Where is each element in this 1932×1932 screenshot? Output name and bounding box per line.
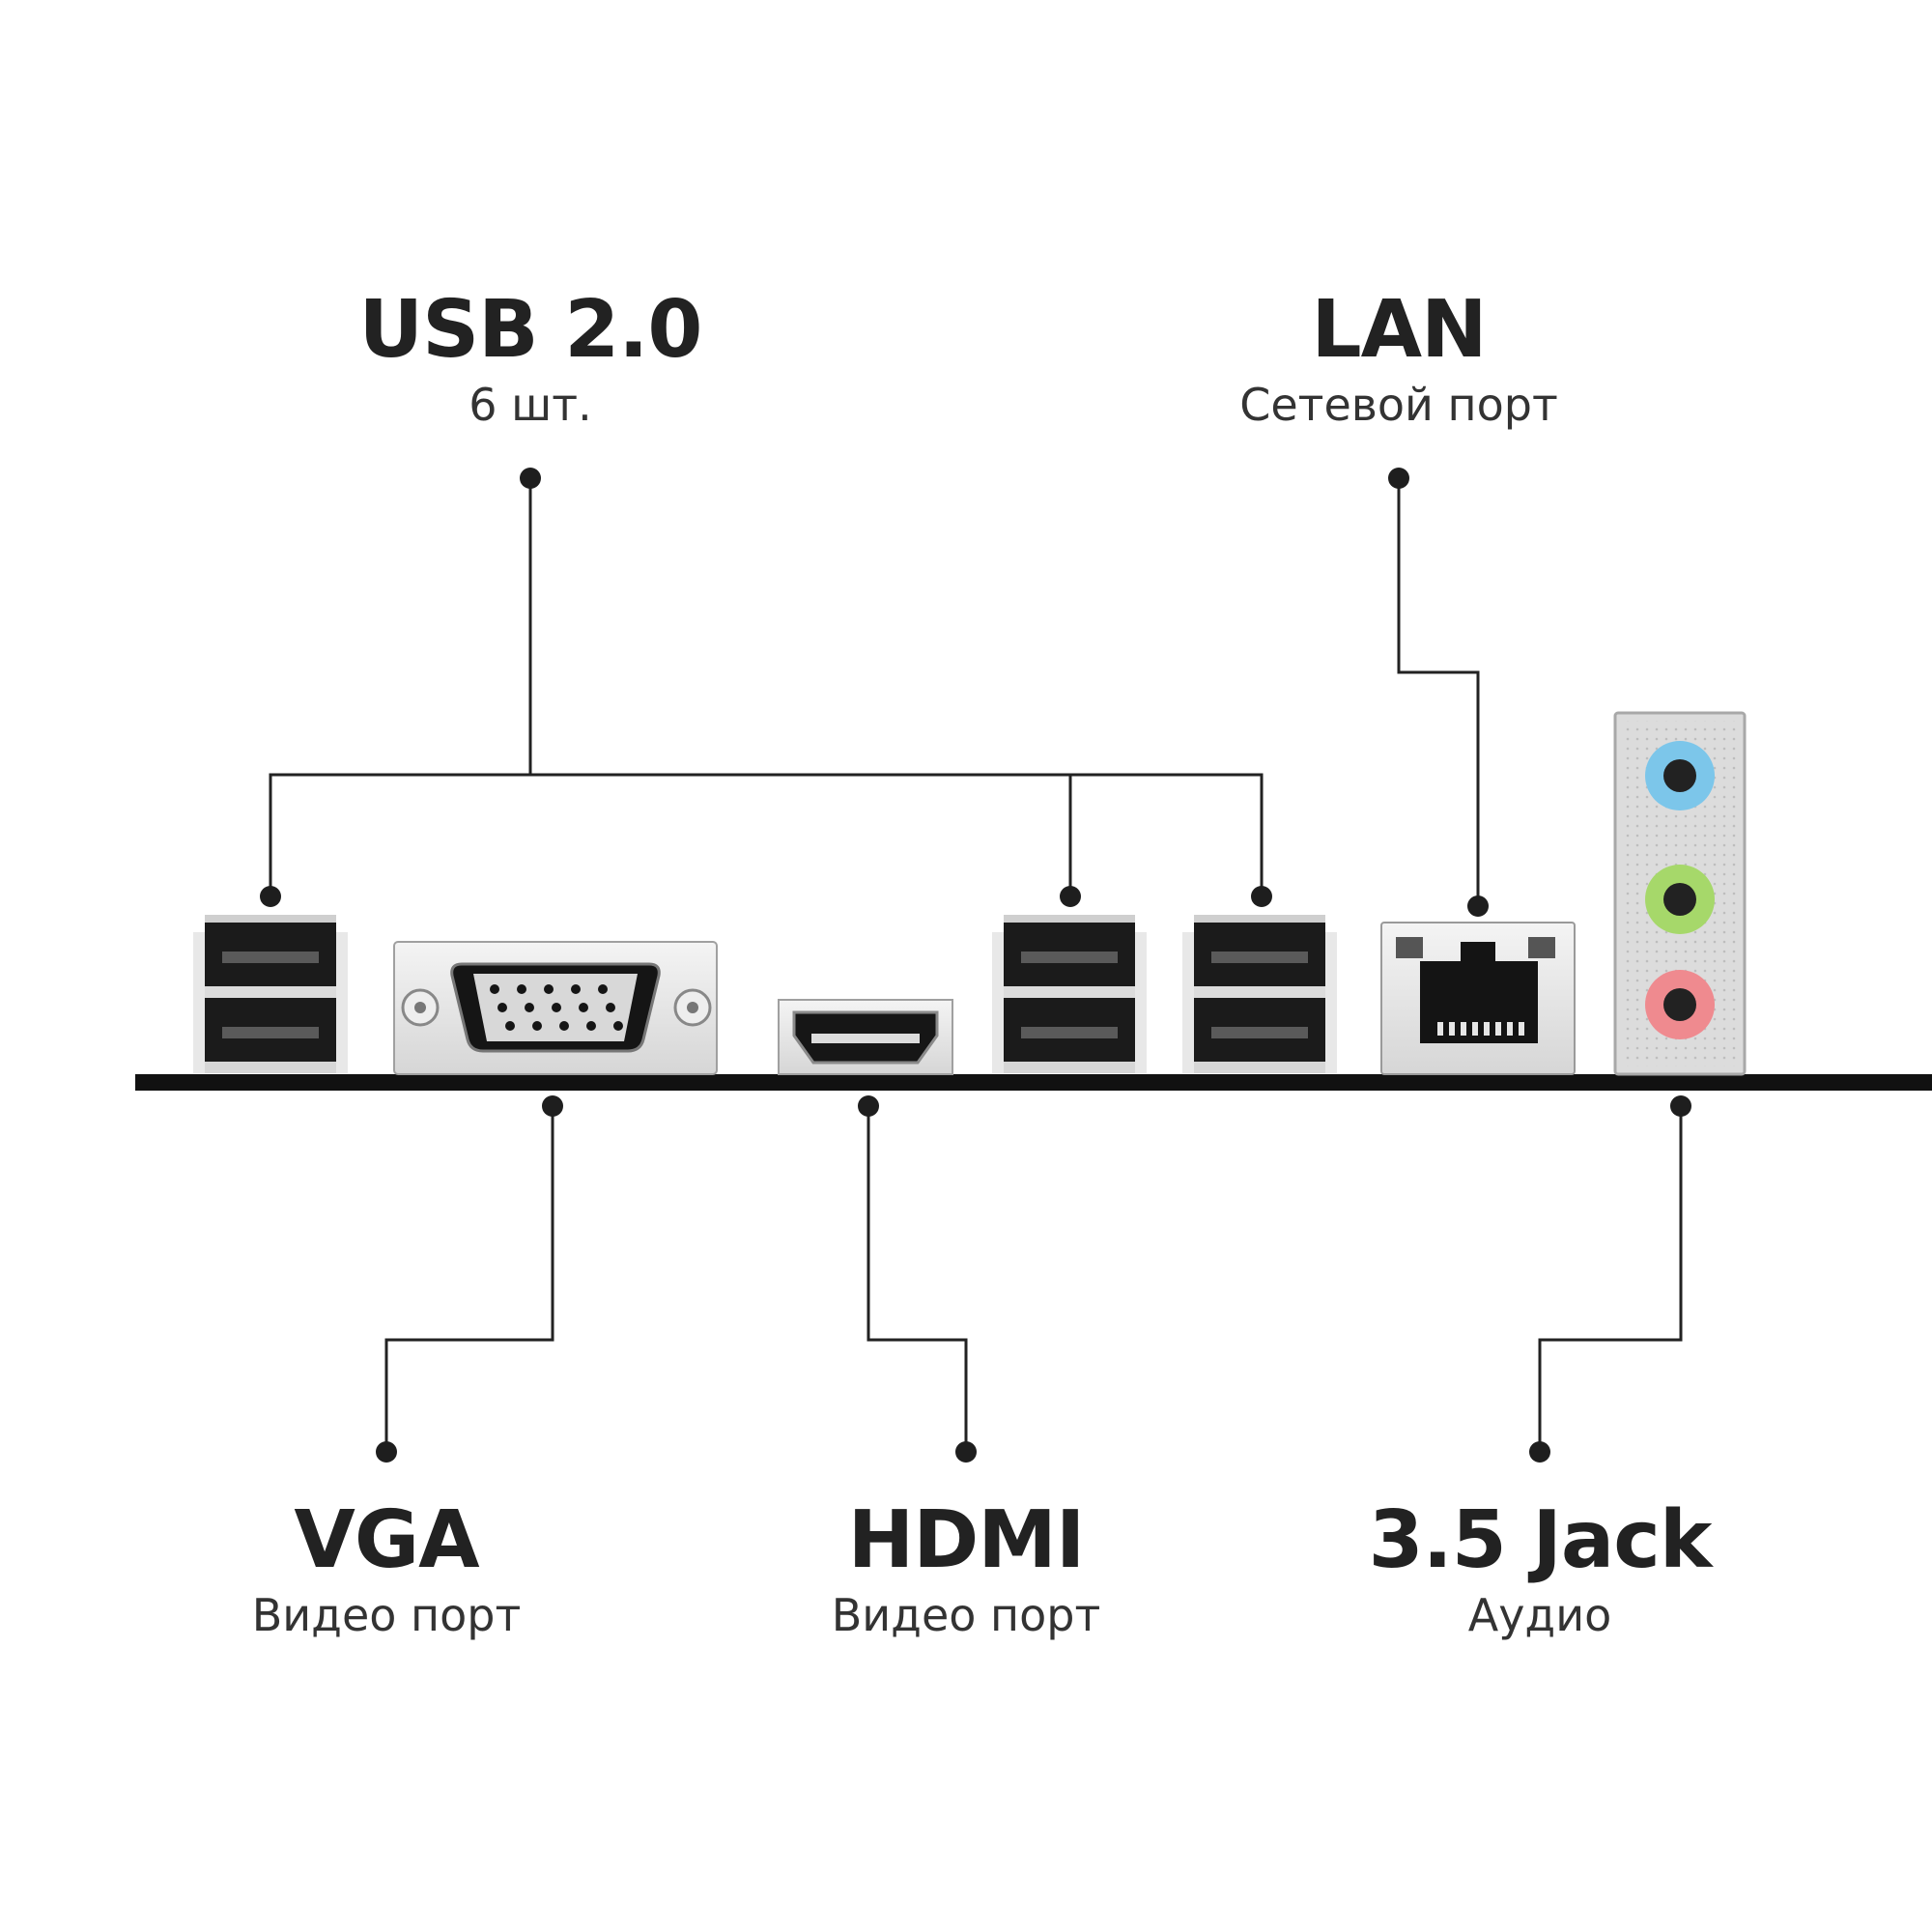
connector-lines (269, 478, 1683, 1452)
base-bar (135, 1074, 1932, 1091)
jack-subtitle: Аудио (1467, 1589, 1612, 1641)
hdmi-title: HDMI (847, 1494, 1086, 1586)
audio-jack-panel (1613, 711, 1747, 1076)
vga-title: VGA (294, 1494, 479, 1586)
usb-stack-1 (193, 915, 348, 1073)
lan-port (1380, 922, 1576, 1075)
vga-subtitle: Видео порт (251, 1589, 522, 1641)
vga-port (393, 941, 718, 1075)
usb-subtitle: 6 шт. (469, 379, 592, 431)
usb-stack-3 (1182, 915, 1337, 1073)
connector-dots (260, 468, 1691, 1463)
hdmi-subtitle: Видео порт (831, 1589, 1101, 1641)
jack-title: 3.5 Jack (1368, 1494, 1713, 1586)
usb-title: USB 2.0 (358, 284, 703, 376)
hdmi-port (778, 999, 953, 1075)
usb-stack-2 (992, 915, 1147, 1073)
lan-title: LAN (1311, 284, 1487, 376)
lan-subtitle: Сетевой порт (1239, 379, 1558, 431)
